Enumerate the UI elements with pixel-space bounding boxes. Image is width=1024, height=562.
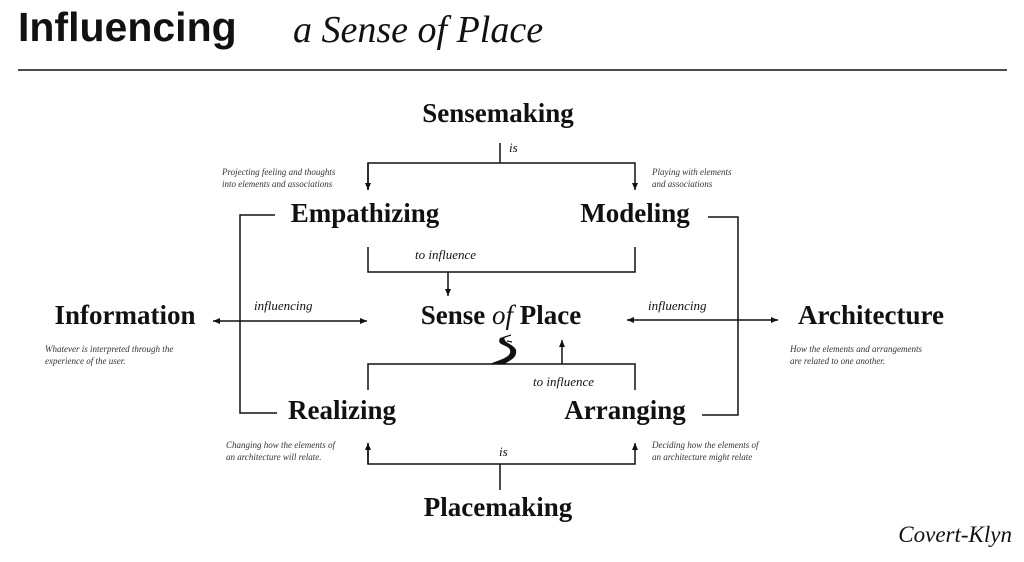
- label-to-influence-bottom: to influence: [533, 374, 595, 389]
- node-modeling: Modeling: [580, 198, 690, 228]
- desc-empathizing: Projecting feeling and thoughts into ele…: [222, 166, 335, 190]
- desc-line: Changing how the elements of: [226, 440, 335, 450]
- node-architecture: Architecture: [798, 300, 944, 330]
- page-title: Influencing: [18, 4, 237, 50]
- desc-line: Whatever is interpreted through the: [45, 344, 174, 354]
- node-sense-of-place: Sense of Place: [421, 300, 582, 331]
- label-influencing-right: influencing: [648, 298, 707, 313]
- label-influencing-left: influencing: [254, 298, 313, 313]
- label-is-bottom: is: [499, 444, 508, 459]
- snake-icon: [490, 334, 517, 364]
- desc-modeling: Playing with elements and associations: [652, 166, 731, 190]
- node-empathizing: Empathizing: [290, 198, 440, 228]
- label-to-influence-top: to influence: [415, 247, 477, 262]
- place-word: Place: [519, 300, 582, 330]
- desc-line: into elements and associations: [222, 179, 333, 189]
- author-signature: Covert-Klyn: [898, 522, 1012, 547]
- desc-architecture: How the elements and arrangements are re…: [790, 343, 922, 367]
- node-sensemaking: Sensemaking: [422, 98, 574, 128]
- desc-information: Whatever is interpreted through the expe…: [45, 343, 173, 367]
- desc-line: Deciding how the elements of: [652, 440, 759, 450]
- desc-line: Projecting feeling and thoughts: [222, 167, 336, 177]
- node-information: Information: [54, 300, 196, 330]
- desc-arranging: Deciding how the elements of an architec…: [652, 439, 758, 463]
- node-arranging: Arranging: [564, 395, 686, 425]
- label-is-top: is: [509, 140, 518, 155]
- desc-line: and associations: [652, 179, 713, 189]
- desc-line: an architecture might relate: [652, 452, 753, 462]
- desc-line: an architecture will relate.: [226, 452, 322, 462]
- sense-word: Sense: [420, 300, 486, 330]
- page-subtitle: a Sense of Place: [293, 9, 544, 51]
- of-word: of: [492, 300, 514, 330]
- desc-realizing: Changing how the elements of an architec…: [226, 439, 335, 463]
- node-placemaking: Placemaking: [423, 492, 573, 522]
- desc-line: Playing with elements: [652, 167, 732, 177]
- desc-line: are related to one another.: [790, 356, 886, 366]
- node-realizing: Realizing: [288, 395, 396, 425]
- desc-line: experience of the user.: [45, 356, 126, 366]
- desc-line: How the elements and arrangements: [790, 344, 922, 354]
